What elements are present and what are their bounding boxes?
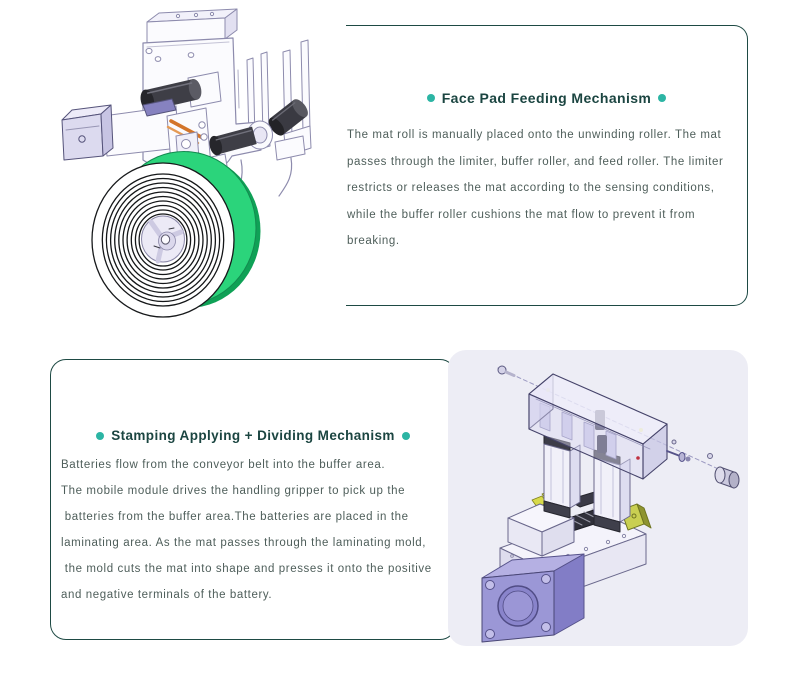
output-shaft xyxy=(666,439,713,462)
teal-dot-icon xyxy=(658,94,667,102)
stamping-dividing-illustration xyxy=(481,365,740,643)
feeding-body-paragraph: The mat roll is manually placed onto the… xyxy=(347,122,743,255)
body-line: Batteries flow from the conveyor belt in… xyxy=(61,459,386,471)
exploded-screw xyxy=(497,365,516,377)
buffer-roller xyxy=(268,99,308,136)
body-line: restricts or releases the mat according … xyxy=(347,182,715,194)
teal-dot-icon xyxy=(401,431,410,440)
body-line: and negative terminals of the battery. xyxy=(61,589,273,601)
stamping-section-title: Stamping Applying + Dividing Mechanism xyxy=(111,428,395,443)
body-line: while the buffer roller cushions the mat… xyxy=(347,208,696,221)
stamping-body-paragraph: Batteries flow from the conveyor belt in… xyxy=(61,452,453,608)
body-line: The mobile module drives the handling gr… xyxy=(61,485,406,497)
body-line: passes through the limiter, buffer rolle… xyxy=(347,155,724,168)
mat-roll xyxy=(91,151,261,318)
feeding-section-title: Face Pad Feeding Mechanism xyxy=(441,90,652,106)
face-pad-feeding-illustration xyxy=(61,8,312,318)
body-line: laminating area. As the mat passes throu… xyxy=(61,537,427,549)
stamping-info-card: Stamping Applying + Dividing Mechanism B… xyxy=(50,359,456,640)
feeding-info-card: Face Pad Feeding Mechanism The mat roll … xyxy=(346,25,748,306)
drive-motor xyxy=(481,553,585,643)
end-cap xyxy=(714,466,740,489)
slider-towers xyxy=(543,435,631,533)
body-line: batteries from the buffer area.The batte… xyxy=(61,511,409,523)
stamping-illustration-panel xyxy=(448,350,748,646)
buffer-block xyxy=(507,503,575,557)
stamping-title-row: Stamping Applying + Dividing Mechanism xyxy=(51,428,455,443)
body-line: The mat roll is manually placed onto the… xyxy=(347,129,722,141)
gripper-housing xyxy=(528,373,668,480)
teal-dot-icon xyxy=(426,94,435,102)
body-line: the mold cuts the mat into shape and pre… xyxy=(61,563,432,575)
body-line: breaking. xyxy=(347,235,400,247)
mounting-flange xyxy=(146,8,238,44)
feed-roller xyxy=(209,120,273,156)
teal-dot-icon xyxy=(96,431,105,440)
feeding-title-row: Face Pad Feeding Mechanism xyxy=(346,90,747,106)
